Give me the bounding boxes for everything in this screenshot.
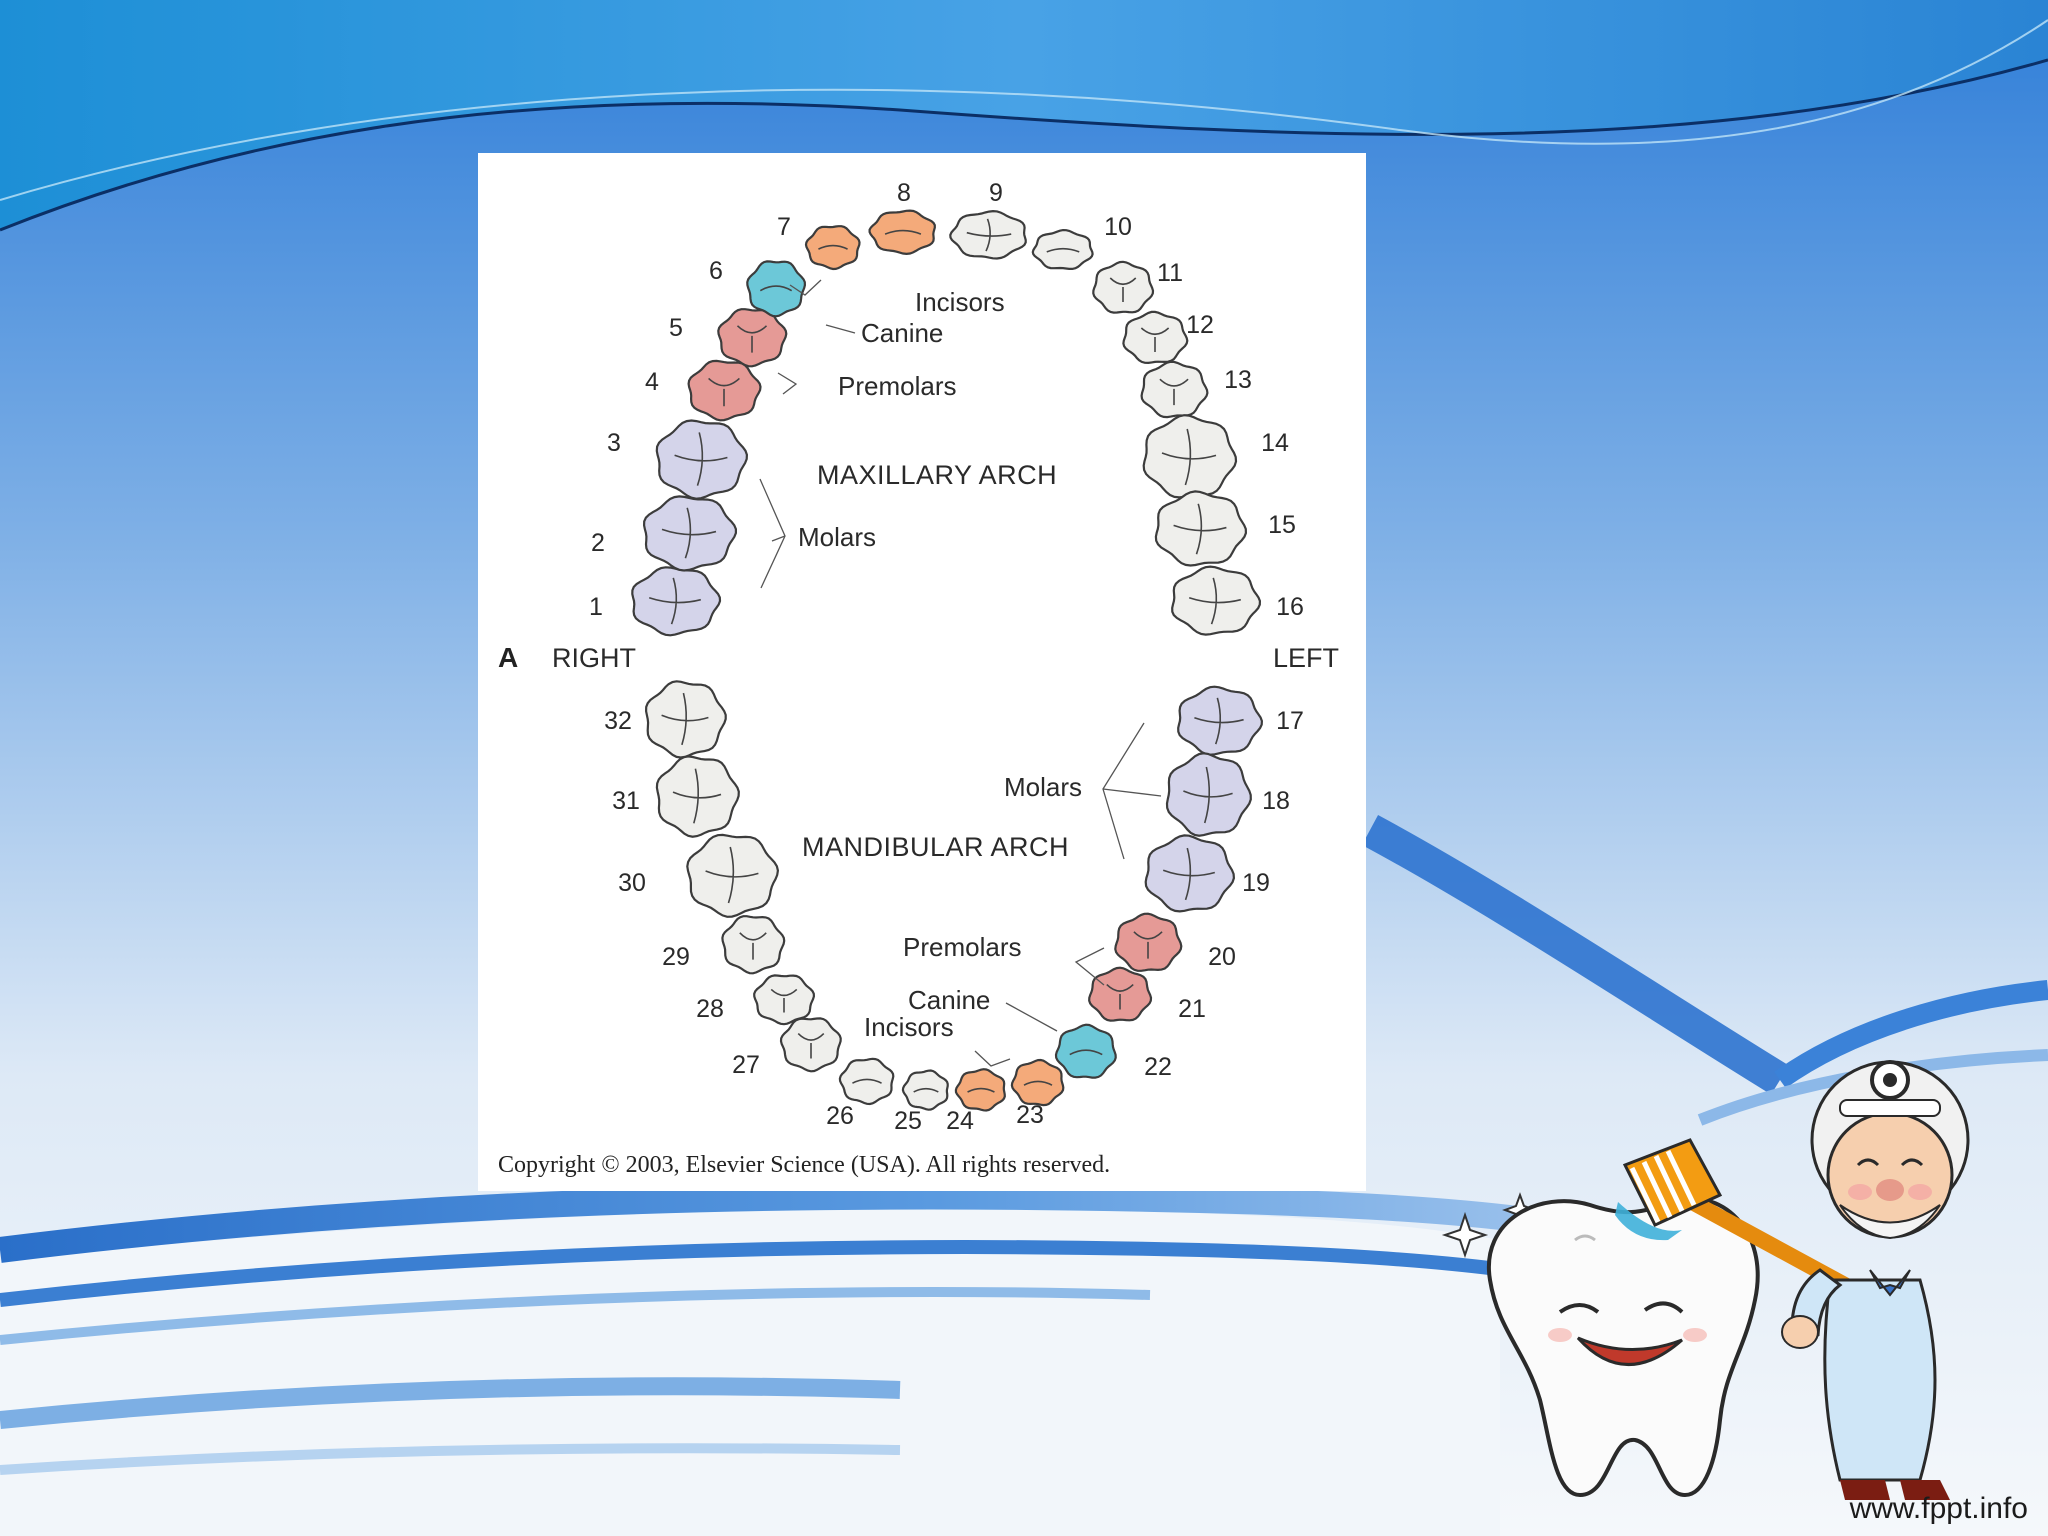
upper-molars-label: Molars <box>798 522 876 552</box>
tooth-12 <box>1122 310 1189 365</box>
tooth-31 <box>655 755 740 838</box>
tooth-number-7: 7 <box>777 213 791 241</box>
tooth-number-5: 5 <box>669 314 683 342</box>
tooth-number-20: 20 <box>1208 943 1236 971</box>
tooth-number-28: 28 <box>696 995 724 1023</box>
tooth-number-21: 21 <box>1178 995 1206 1023</box>
tooth-13 <box>1140 360 1209 419</box>
tooth-number-3: 3 <box>607 429 621 457</box>
tooth-29 <box>721 915 786 975</box>
tooth-number-25: 25 <box>894 1107 922 1135</box>
tooth-22 <box>1054 1023 1117 1079</box>
tooth-number-22: 22 <box>1144 1053 1172 1081</box>
tooth-number-18: 18 <box>1262 787 1290 815</box>
right-side-label: RIGHT <box>552 643 636 673</box>
tooth-number-14: 14 <box>1261 429 1289 457</box>
tooth-4 <box>687 359 762 422</box>
tooth-14 <box>1142 414 1238 499</box>
tooth-28 <box>753 974 816 1026</box>
tooth-number-23: 23 <box>1016 1101 1044 1129</box>
lower-canine-label: Canine <box>908 985 990 1015</box>
copyright-notice: Copyright © 2003, Elsevier Science (USA)… <box>498 1152 1110 1178</box>
tooth-number-29: 29 <box>662 943 690 971</box>
tooth-number-4: 4 <box>645 368 659 396</box>
tooth-3 <box>655 419 749 500</box>
tooth-number-12: 12 <box>1186 311 1214 339</box>
tooth-number-17: 17 <box>1276 707 1304 735</box>
tooth-number-26: 26 <box>826 1102 854 1130</box>
tooth-11 <box>1092 260 1155 314</box>
tooth-number-11: 11 <box>1157 259 1183 287</box>
tooth-25 <box>901 1069 949 1111</box>
tooth-20 <box>1114 912 1183 972</box>
tooth-number-32: 32 <box>604 707 632 735</box>
tooth-21 <box>1088 966 1153 1022</box>
tooth-15 <box>1154 490 1248 567</box>
upper-canine-label: Canine <box>861 318 943 348</box>
tooth-number-6: 6 <box>709 257 723 285</box>
tooth-26 <box>838 1057 895 1106</box>
mandibular-arch-title: MANDIBULAR ARCH <box>802 832 1069 862</box>
tooth-10 <box>1031 228 1094 270</box>
lower-incisors-label: Incisors <box>864 1012 954 1042</box>
tooth-number-2: 2 <box>591 529 605 557</box>
upper-premolars-label: Premolars <box>838 371 956 401</box>
lower-molars-label: Molars <box>1004 772 1082 802</box>
dentist-character <box>1781 1060 1970 1500</box>
upper-incisors-label: Incisors <box>915 287 1005 317</box>
tooth-9 <box>949 209 1027 260</box>
tooth-2 <box>642 495 737 572</box>
tooth-number-30: 30 <box>618 869 646 897</box>
panel-letter: A <box>498 642 518 673</box>
tooth-16 <box>1171 565 1262 636</box>
tooth-27 <box>779 1017 842 1073</box>
tooth-number-16: 16 <box>1276 593 1304 621</box>
tooth-number-10: 10 <box>1104 213 1132 241</box>
tooth-30 <box>686 833 780 918</box>
tooth-number-13: 13 <box>1224 366 1252 394</box>
tooth-number-15: 15 <box>1268 511 1296 539</box>
maxillary-arch-title: MAXILLARY ARCH <box>817 460 1057 490</box>
tooth-number-24: 24 <box>946 1107 974 1135</box>
tooth-8 <box>868 209 936 256</box>
tooth-number-1: 1 <box>589 593 603 621</box>
tooth-23 <box>1010 1058 1065 1107</box>
tooth-17 <box>1177 685 1264 756</box>
tooth-1 <box>631 566 722 637</box>
dentist-mascot-illustration <box>1441 1060 1970 1500</box>
tooth-24 <box>954 1068 1006 1112</box>
label-leader-lines <box>759 279 1162 1067</box>
website-url: www.fppt.info <box>1849 1492 2028 1525</box>
lower-premolars-label: Premolars <box>903 932 1021 962</box>
left-side-label: LEFT <box>1273 643 1339 673</box>
tooth-number-9: 9 <box>989 179 1003 207</box>
tooth-number-19: 19 <box>1242 869 1270 897</box>
tooth-number-31: 31 <box>612 787 640 815</box>
tooth-number-27: 27 <box>732 1051 760 1079</box>
tooth-6 <box>746 260 807 318</box>
tooth-32 <box>644 680 727 759</box>
tooth-18 <box>1165 752 1252 837</box>
tooth-19 <box>1144 834 1236 913</box>
tooth-5 <box>717 308 788 368</box>
tooth-number-8: 8 <box>897 179 911 207</box>
smiling-tooth-character <box>1486 1196 1760 1498</box>
tooth-7 <box>804 225 861 271</box>
